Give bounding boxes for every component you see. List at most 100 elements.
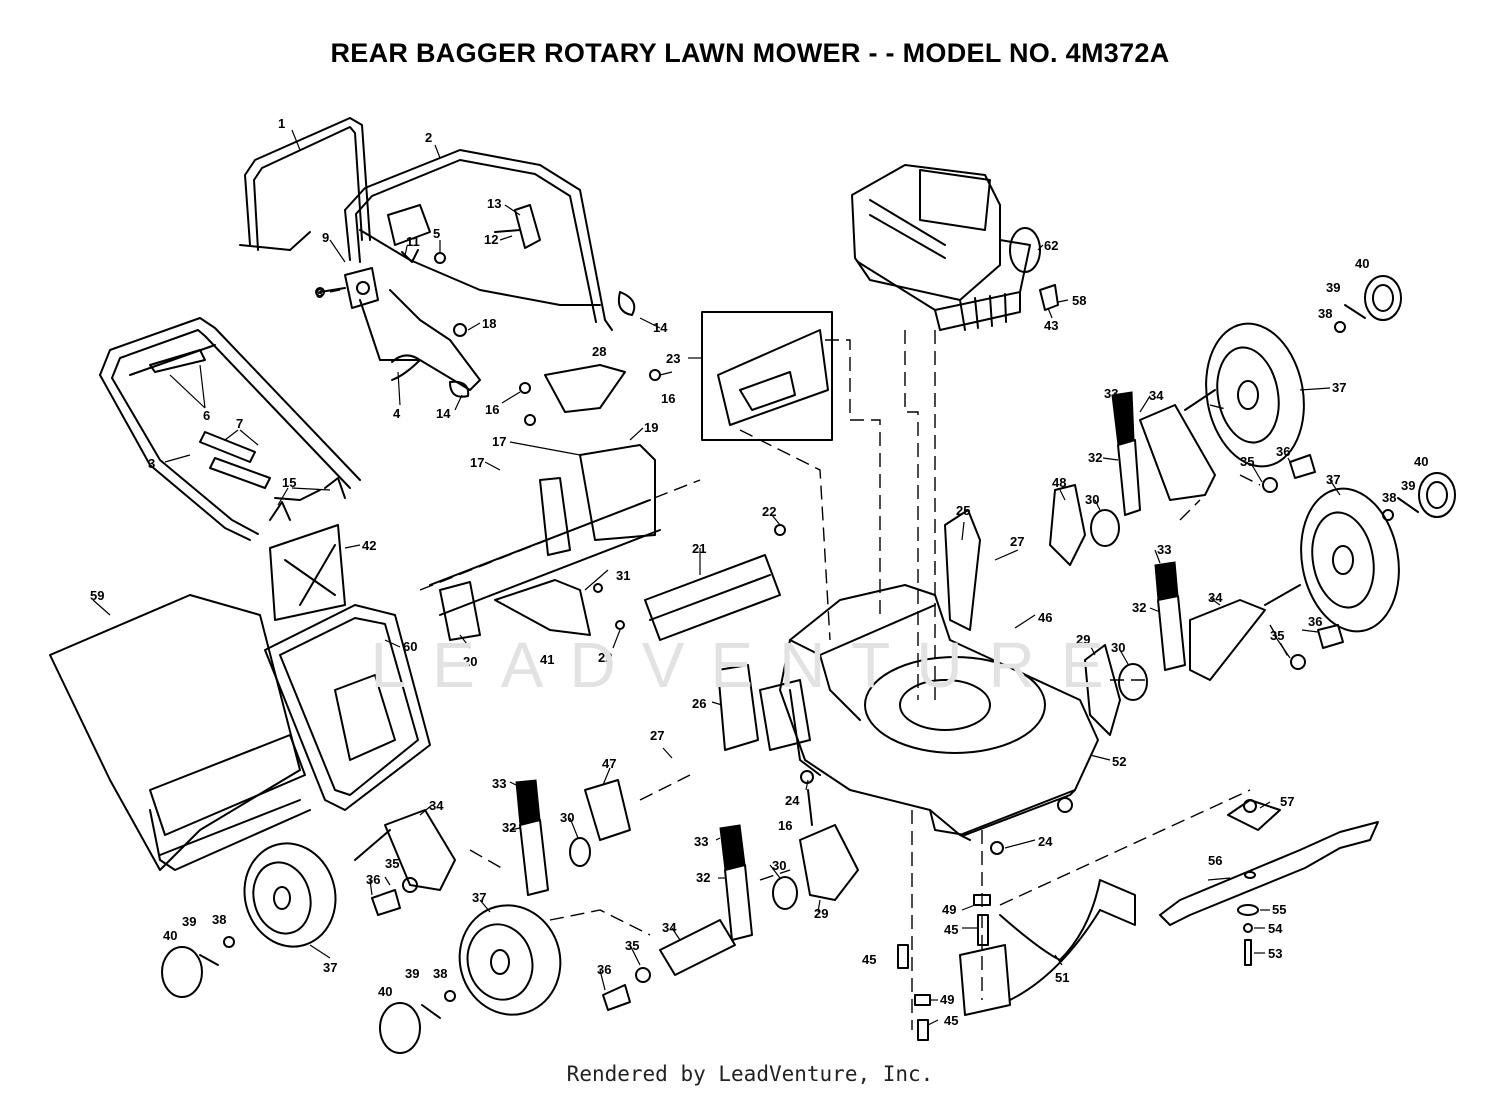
wheel-hardware [161, 275, 1456, 1054]
callout-3: 3 [148, 456, 155, 471]
wheel-37-front-right [1300, 487, 1400, 633]
callout-38b: 38 [1382, 490, 1396, 505]
callout-36a: 36 [1276, 444, 1290, 459]
callout-49b: 49 [940, 992, 954, 1007]
callout-37d: 37 [472, 890, 486, 905]
callout-16a: 16 [661, 391, 675, 406]
callout-40b: 40 [1414, 454, 1428, 469]
callout-33c: 33 [492, 776, 506, 791]
callout-23: 23 [666, 351, 680, 366]
assembly-lines [419, 330, 1291, 1030]
callout-36b: 36 [1308, 614, 1322, 629]
callout-34a: 34 [1149, 388, 1164, 403]
callout-60: 60 [403, 639, 417, 654]
callout-4: 4 [393, 406, 401, 421]
callout-38d: 38 [433, 966, 447, 981]
callout-2: 2 [425, 130, 432, 145]
rear-door-21 [644, 554, 781, 641]
callout-32d: 32 [696, 870, 710, 885]
callout-35d: 35 [625, 938, 639, 953]
deflector-42 [269, 524, 346, 621]
callout-36c: 36 [366, 872, 380, 887]
callout-40c: 40 [163, 928, 177, 943]
callout-27b: 27 [650, 728, 664, 743]
callout-32c: 32 [502, 820, 516, 835]
mower-deck-52 [779, 584, 1099, 841]
callout-27a: 27 [1010, 534, 1024, 549]
main-handle-2 [344, 149, 613, 391]
callout-59: 59 [90, 588, 104, 603]
callout-35b: 35 [1270, 628, 1284, 643]
callout-42: 42 [362, 538, 376, 553]
callout-5: 5 [433, 226, 440, 241]
callout-49a: 49 [942, 902, 956, 917]
callout-20: 20 [463, 654, 477, 669]
callout-54: 54 [1268, 921, 1283, 936]
callout-6: 6 [203, 408, 210, 423]
callout-56: 56 [1208, 853, 1222, 868]
callout-32a: 32 [1088, 450, 1102, 465]
handle-hardware [149, 204, 636, 521]
bag-frame-60 [264, 604, 431, 811]
callout-32b: 32 [1132, 600, 1146, 615]
adjuster-levers [515, 391, 1186, 941]
callout-51: 51 [1055, 970, 1069, 985]
blade-adapter-57 [1227, 799, 1281, 831]
callout-24b: 24 [1038, 834, 1053, 849]
height-adjuster-brackets [584, 484, 1121, 901]
callout-45a: 45 [862, 952, 876, 967]
callout-14b: 14 [436, 406, 451, 421]
callout-21: 21 [692, 541, 706, 556]
callout-37c: 37 [323, 960, 337, 975]
callout-11: 11 [406, 234, 420, 249]
wheel-37-rear-right [1205, 322, 1305, 468]
callout-39b: 39 [1401, 478, 1415, 493]
callout-28: 28 [592, 344, 606, 359]
callout-55: 55 [1272, 902, 1286, 917]
callout-29b: 29 [814, 906, 828, 921]
deck-skirt-51 [959, 879, 1136, 1016]
callout-31: 31 [616, 568, 630, 583]
callout-37a: 37 [1332, 380, 1346, 395]
callout-1: 1 [278, 116, 285, 131]
callout-12: 12 [484, 232, 498, 247]
callout-16c: 16 [778, 818, 792, 833]
page-title: REAR BAGGER ROTARY LAWN MOWER - - MODEL … [330, 38, 1170, 68]
footer-credit: Rendered by LeadVenture, Inc. [566, 1062, 934, 1086]
callout-39c: 39 [182, 914, 196, 929]
callout-30a: 30 [1085, 492, 1099, 507]
lower-handle-3 [99, 317, 361, 541]
deck-bolts [519, 369, 1073, 1041]
callout-9: 9 [322, 230, 329, 245]
wheel-37-front-left [458, 904, 562, 1016]
callout-17b: 17 [470, 455, 484, 470]
callout-15: 15 [282, 475, 296, 490]
callout-48: 48 [1052, 475, 1066, 490]
baffle-23 [701, 311, 833, 441]
callout-30d: 30 [772, 858, 786, 873]
callout-17a: 17 [492, 434, 506, 449]
callout-labels: 1 2 3 4 5 6 7 8 9 11 12 13 14 14 15 16 1… [90, 116, 1428, 1028]
callout-38a: 38 [1318, 306, 1332, 321]
callout-41: 41 [540, 652, 554, 667]
callout-33a: 33 [1104, 386, 1118, 401]
callout-45b: 45 [944, 922, 958, 937]
grass-bag-59 [49, 594, 311, 871]
wheel-37-rear-left [243, 842, 337, 948]
callout-19: 19 [644, 420, 658, 435]
axle-brackets-34 [354, 389, 1301, 976]
adjuster-knobs-30 [569, 509, 1148, 910]
blade-hardware [1237, 904, 1259, 966]
callout-33d: 33 [694, 834, 708, 849]
callout-40a: 40 [1355, 256, 1369, 271]
callout-35c: 35 [385, 856, 399, 871]
callout-38c: 38 [212, 912, 226, 927]
callout-35a: 35 [1240, 454, 1254, 469]
callout-62: 62 [1044, 238, 1058, 253]
upper-handle-1 [239, 117, 371, 251]
callout-57: 57 [1280, 794, 1294, 809]
callout-52: 52 [1112, 754, 1126, 769]
callout-13: 13 [487, 196, 501, 211]
callout-18: 18 [482, 316, 496, 331]
leader-lines [92, 129, 1341, 1026]
